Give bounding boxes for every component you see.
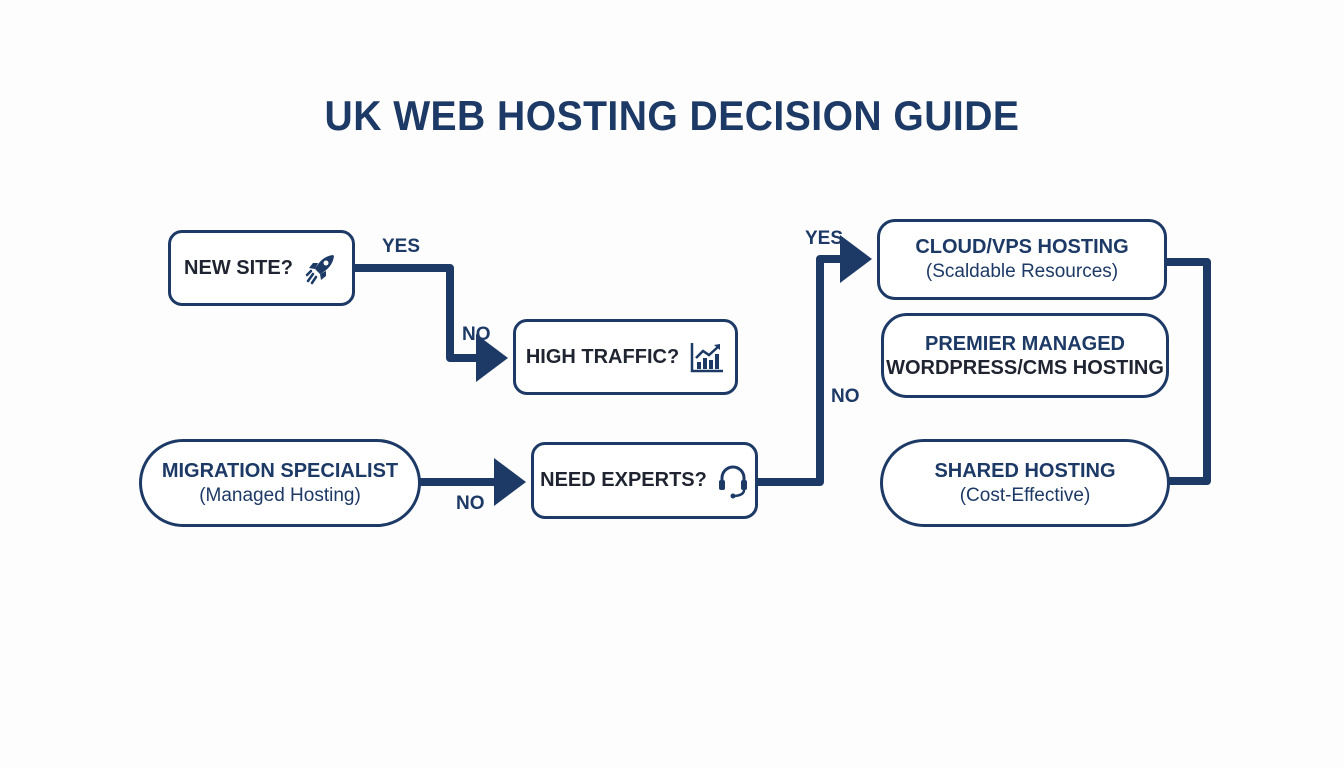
node-cloud-vps-label: CLOUD/VPS HOSTING [915, 236, 1129, 259]
node-migration-label: MIGRATION SPECIALIST [161, 459, 399, 482]
node-shared-label: SHARED HOSTING [934, 459, 1116, 482]
node-migration-specialist[interactable]: MIGRATION SPECIALIST (Managed Hosting) [139, 439, 421, 527]
edge-label-migration-no: NO [456, 493, 485, 514]
node-need-experts[interactable]: NEED EXPERTS? [531, 442, 758, 519]
node-premier-managed[interactable]: PREMIER MANAGED WORDPRESS/CMS HOSTING [881, 313, 1169, 398]
edge-label-experts-yes: YES [805, 228, 844, 249]
connector-need-experts-to-cloud [757, 235, 872, 486]
connector-new-site-to-high-traffic [354, 264, 508, 382]
rocket-icon [303, 250, 339, 286]
edge-label-new-site-no: NO [462, 324, 491, 345]
headset-icon [717, 463, 749, 499]
node-high-traffic[interactable]: HIGH TRAFFIC? [513, 319, 738, 395]
node-premier-line2: WORDPRESS/CMS HOSTING [886, 356, 1164, 379]
node-new-site[interactable]: NEW SITE? [168, 230, 355, 306]
connector-cloud-to-shared [1166, 258, 1211, 485]
edge-label-experts-no: NO [831, 386, 860, 407]
node-shared-sublabel: (Cost-Effective) [959, 484, 1091, 506]
node-cloud-vps-sublabel: (Scaldable Resources) [925, 261, 1119, 283]
node-migration-sublabel: (Managed Hosting) [199, 484, 361, 506]
node-need-experts-label: NEED EXPERTS? [540, 469, 707, 491]
node-cloud-vps-hosting[interactable]: CLOUD/VPS HOSTING (Scaldable Resources) [877, 219, 1167, 300]
node-premier-line1: PREMIER MANAGED [924, 332, 1125, 355]
edge-label-new-site-yes: YES [382, 236, 421, 257]
bar-chart-growth-icon [689, 340, 725, 374]
node-high-traffic-label: HIGH TRAFFIC? [525, 345, 680, 368]
page-title: UK WEB HOSTING DECISION GUIDE [324, 92, 1020, 139]
node-new-site-label: NEW SITE? [184, 256, 293, 279]
node-shared-hosting[interactable]: SHARED HOSTING (Cost-Effective) [880, 439, 1170, 527]
